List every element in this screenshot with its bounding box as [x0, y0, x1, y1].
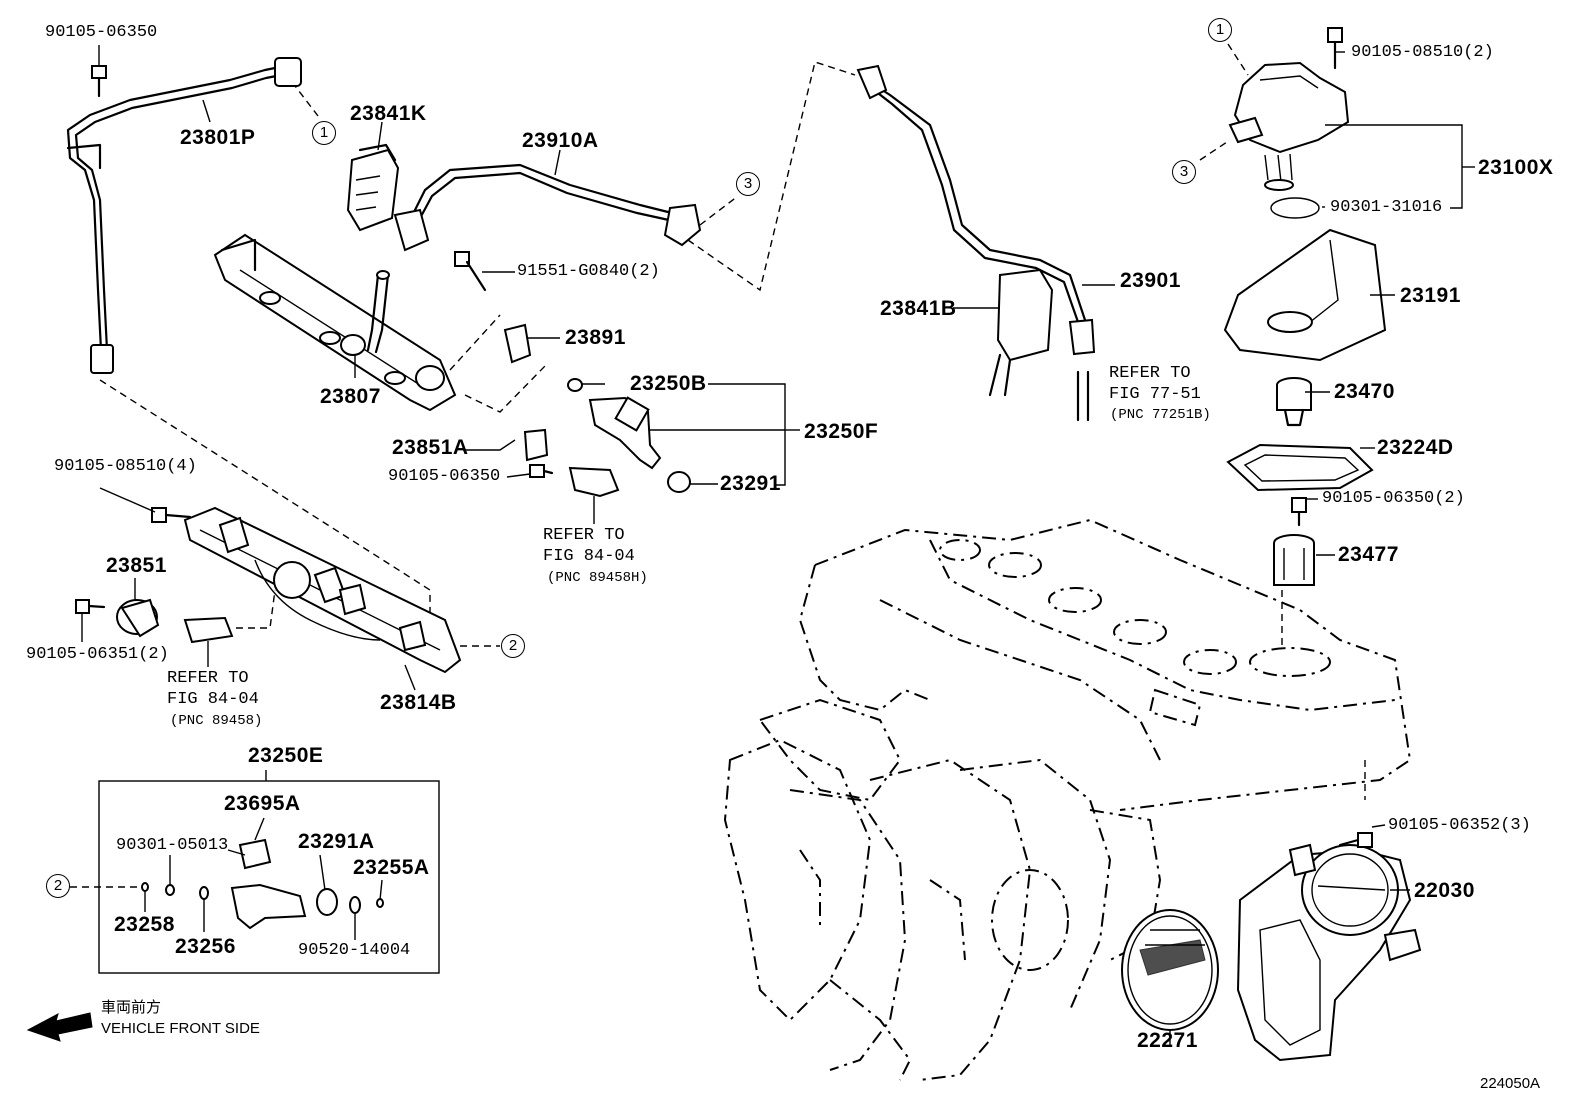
label-22030: 22030: [1414, 879, 1475, 902]
label-23258: 23258: [114, 913, 175, 936]
label-23910A: 23910A: [522, 129, 599, 152]
label-23250F: 23250F: [804, 420, 879, 443]
label-23841K: 23841K: [350, 102, 427, 125]
label-refer-c-1: REFER TO: [1109, 364, 1191, 383]
label-90105-06351: 90105-06351(2): [26, 645, 169, 664]
sensor-refer-a: [568, 466, 620, 498]
leader-lines: [81, 45, 1475, 1045]
label-refer-c-3: (PNC 77251B): [1110, 407, 1211, 423]
kit-23250E: [98, 770, 440, 974]
bolt-90105-08510-2: [1327, 27, 1343, 70]
label-90105-06350-2: 90105-06350(2): [1322, 489, 1465, 508]
injector-23250F: [523, 378, 691, 493]
label-refer-b-2: FIG 84-04: [167, 690, 259, 709]
sensor-refer-b: [183, 616, 234, 644]
label-90520-14004: 90520-14004: [298, 941, 411, 960]
label-23100X: 23100X: [1478, 156, 1554, 179]
label-23851: 23851: [106, 554, 167, 577]
bolt-90105-06351: [75, 599, 106, 614]
callout-1-pump: 1: [1208, 18, 1232, 42]
label-refer-a-2: FIG 84-04: [543, 547, 635, 566]
sensor-23851: [116, 598, 160, 638]
delivery-pipe-23814B: [183, 506, 462, 674]
label-refer-c-2: FIG 77-51: [1109, 385, 1201, 404]
bolt-90105-08510-4: [151, 507, 192, 523]
label-23851A: 23851A: [392, 436, 469, 459]
bolt-91551: [454, 251, 487, 292]
label-90301-31016: 90301-31016: [1330, 198, 1443, 217]
label-23255A: 23255A: [353, 856, 430, 879]
gasket-23224D: [1226, 443, 1374, 492]
bracket-23191: [1223, 228, 1387, 362]
label-23801P: 23801P: [180, 126, 256, 149]
front-arrow-icon: [26, 1012, 93, 1042]
collar-23891: [503, 323, 532, 364]
bolt-90105-06352: [1338, 832, 1373, 848]
label-91551-G0840: 91551-G0840(2): [517, 262, 660, 281]
label-refer-a-3: (PNC 89458H): [547, 570, 648, 586]
label-23477: 23477: [1338, 543, 1399, 566]
diagram-id: 224050A: [1480, 1075, 1541, 1092]
callout-2: 2: [501, 634, 525, 658]
hose-23901: [856, 64, 1096, 422]
label-90105-06350-mid: 90105-06350: [388, 467, 501, 486]
label-refer-b-1: REFER TO: [167, 669, 249, 688]
vehicle-front-label-cn: 車両前方: [101, 998, 162, 1016]
label-23814B: 23814B: [380, 691, 457, 714]
bolt-icon: [91, 65, 107, 98]
label-23191: 23191: [1400, 284, 1461, 307]
bolt-90105-06350-mid: [529, 464, 554, 478]
fuel-tube-23801P: [66, 57, 302, 374]
vehicle-front-label-en: VEHICLE FRONT SIDE: [101, 1020, 260, 1037]
throttle-22030: [1236, 843, 1422, 1062]
engine-outline: [723, 518, 1412, 1081]
lifter-23477: [1273, 534, 1315, 586]
callout-3: 3: [736, 172, 760, 196]
label-90105-08510-2: 90105-08510(2): [1351, 43, 1494, 62]
label-23807: 23807: [320, 385, 381, 408]
label-23470: 23470: [1334, 380, 1395, 403]
label-23901: 23901: [1120, 269, 1181, 292]
label-23250B: 23250B: [630, 372, 707, 395]
gasket-22271: [1121, 909, 1219, 1031]
label-23891: 23891: [565, 326, 626, 349]
valve-23841K: [346, 143, 400, 232]
label-90105-06352: 90105-06352(3): [1388, 816, 1531, 835]
callout-1: 1: [312, 121, 336, 145]
hose-23910A: [393, 163, 702, 252]
label-refer-a-1: REFER TO: [543, 526, 625, 545]
label-23695A: 23695A: [224, 792, 301, 815]
label-refer-b-3: (PNC 89458): [170, 713, 263, 729]
fuel-rail-23807: [213, 233, 457, 412]
callout-2-kit: 2: [46, 874, 70, 898]
valve-23841B: [988, 268, 1054, 397]
callout-3-pump: 3: [1172, 160, 1196, 184]
label-90105-06350-top: 90105-06350: [45, 23, 158, 42]
label-23250E: 23250E: [248, 744, 324, 767]
pump-23100X: [1228, 61, 1350, 219]
label-22271: 22271: [1137, 1029, 1198, 1052]
label-23841B: 23841B: [880, 297, 957, 320]
seat-23470: [1276, 377, 1312, 427]
label-23224D: 23224D: [1377, 436, 1454, 459]
label-23291: 23291: [720, 472, 781, 495]
label-90105-08510-4: 90105-08510(4): [54, 457, 197, 476]
label-90301-05013: 90301-05013: [116, 836, 229, 855]
label-23291A: 23291A: [298, 830, 375, 853]
bolt-90105-06350-2: [1291, 497, 1307, 527]
label-23256: 23256: [175, 935, 236, 958]
